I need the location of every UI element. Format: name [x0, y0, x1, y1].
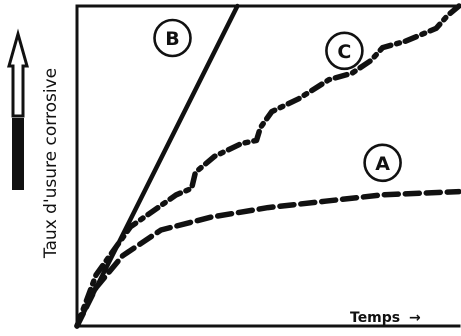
marker-c-label: C — [337, 41, 351, 63]
marker-a-circle — [363, 143, 402, 183]
series-b-line — [74, 3, 240, 329]
marker-c: C — [325, 31, 364, 71]
marker-c-circle — [325, 31, 364, 71]
marker-b-label: B — [165, 28, 179, 50]
marker-b-circle — [153, 18, 192, 58]
x-axis-label-text: Temps — [350, 310, 400, 326]
series-a-line — [74, 188, 461, 329]
marker-a: A — [363, 143, 402, 183]
up-arrow-icon — [7, 28, 29, 190]
y-axis-label: Taux d'usure corrosive — [41, 68, 61, 259]
marker-b: B — [153, 18, 192, 58]
plot-frame — [75, 4, 461, 328]
x-axis-arrow: → — [409, 310, 421, 326]
x-axis-label: Temps → — [350, 310, 421, 326]
marker-a-label: A — [375, 153, 390, 175]
series-group — [74, 3, 461, 329]
series-c-line — [74, 3, 461, 329]
marker-group: B C A — [153, 18, 402, 183]
